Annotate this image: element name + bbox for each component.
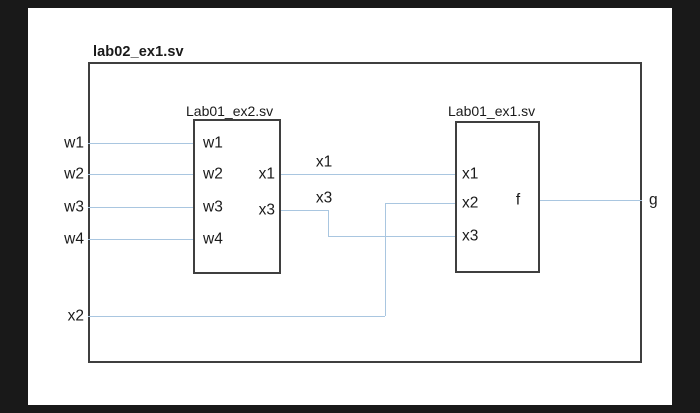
input-label-w3: w3 xyxy=(64,198,84,216)
port-lab01-ex1-in-x1: x1 xyxy=(462,165,479,183)
signal-label-x1: x1 xyxy=(315,153,333,171)
page-title: lab02_ex1.sv xyxy=(93,44,184,60)
port-lab01-ex2-in-w3: w3 xyxy=(203,198,223,216)
diagram-page: lab02_ex1.sv w1 w2 w3 w4 x2 g Lab01_ex2.… xyxy=(28,8,672,405)
outer-module-boundary xyxy=(88,62,642,363)
wire-x2-segment-riser xyxy=(385,203,386,316)
wire-w4 xyxy=(88,239,193,240)
port-lab01-ex2-in-w1: w1 xyxy=(203,134,223,152)
wire-x3-segment-step xyxy=(328,210,329,236)
input-label-x2: x2 xyxy=(67,307,84,325)
block-lab01-ex1 xyxy=(455,121,540,273)
wire-x2-segment-top xyxy=(385,203,455,204)
wire-w2 xyxy=(88,174,193,175)
wire-x2-segment-bottom xyxy=(88,316,385,317)
wire-x1 xyxy=(281,174,455,175)
input-label-w4: w4 xyxy=(64,230,84,248)
port-lab01-ex1-in-x2: x2 xyxy=(462,194,479,212)
wire-w1 xyxy=(88,143,193,144)
block-lab01-ex2 xyxy=(193,119,281,274)
wire-w3 xyxy=(88,207,193,208)
wire-x3-segment-a xyxy=(281,210,328,211)
port-lab01-ex2-in-w2: w2 xyxy=(203,165,223,183)
port-lab01-ex2-out-x1: x1 xyxy=(258,165,275,183)
port-lab01-ex2-out-x3: x3 xyxy=(258,201,275,219)
port-lab01-ex2-in-w4: w4 xyxy=(203,230,223,248)
block-name-lab01-ex1: Lab01_ex1.sv xyxy=(448,103,536,119)
port-lab01-ex1-in-x3: x3 xyxy=(462,227,479,245)
port-lab01-ex1-out-f: f xyxy=(515,191,521,209)
output-label-g: g xyxy=(649,191,658,209)
signal-label-x3: x3 xyxy=(315,189,333,207)
input-label-w2: w2 xyxy=(64,165,84,183)
block-name-lab01-ex2: Lab01_ex2.sv xyxy=(186,103,274,119)
wire-x3-segment-b xyxy=(328,236,455,237)
input-label-w1: w1 xyxy=(64,134,84,152)
wire-g-output xyxy=(540,200,642,201)
